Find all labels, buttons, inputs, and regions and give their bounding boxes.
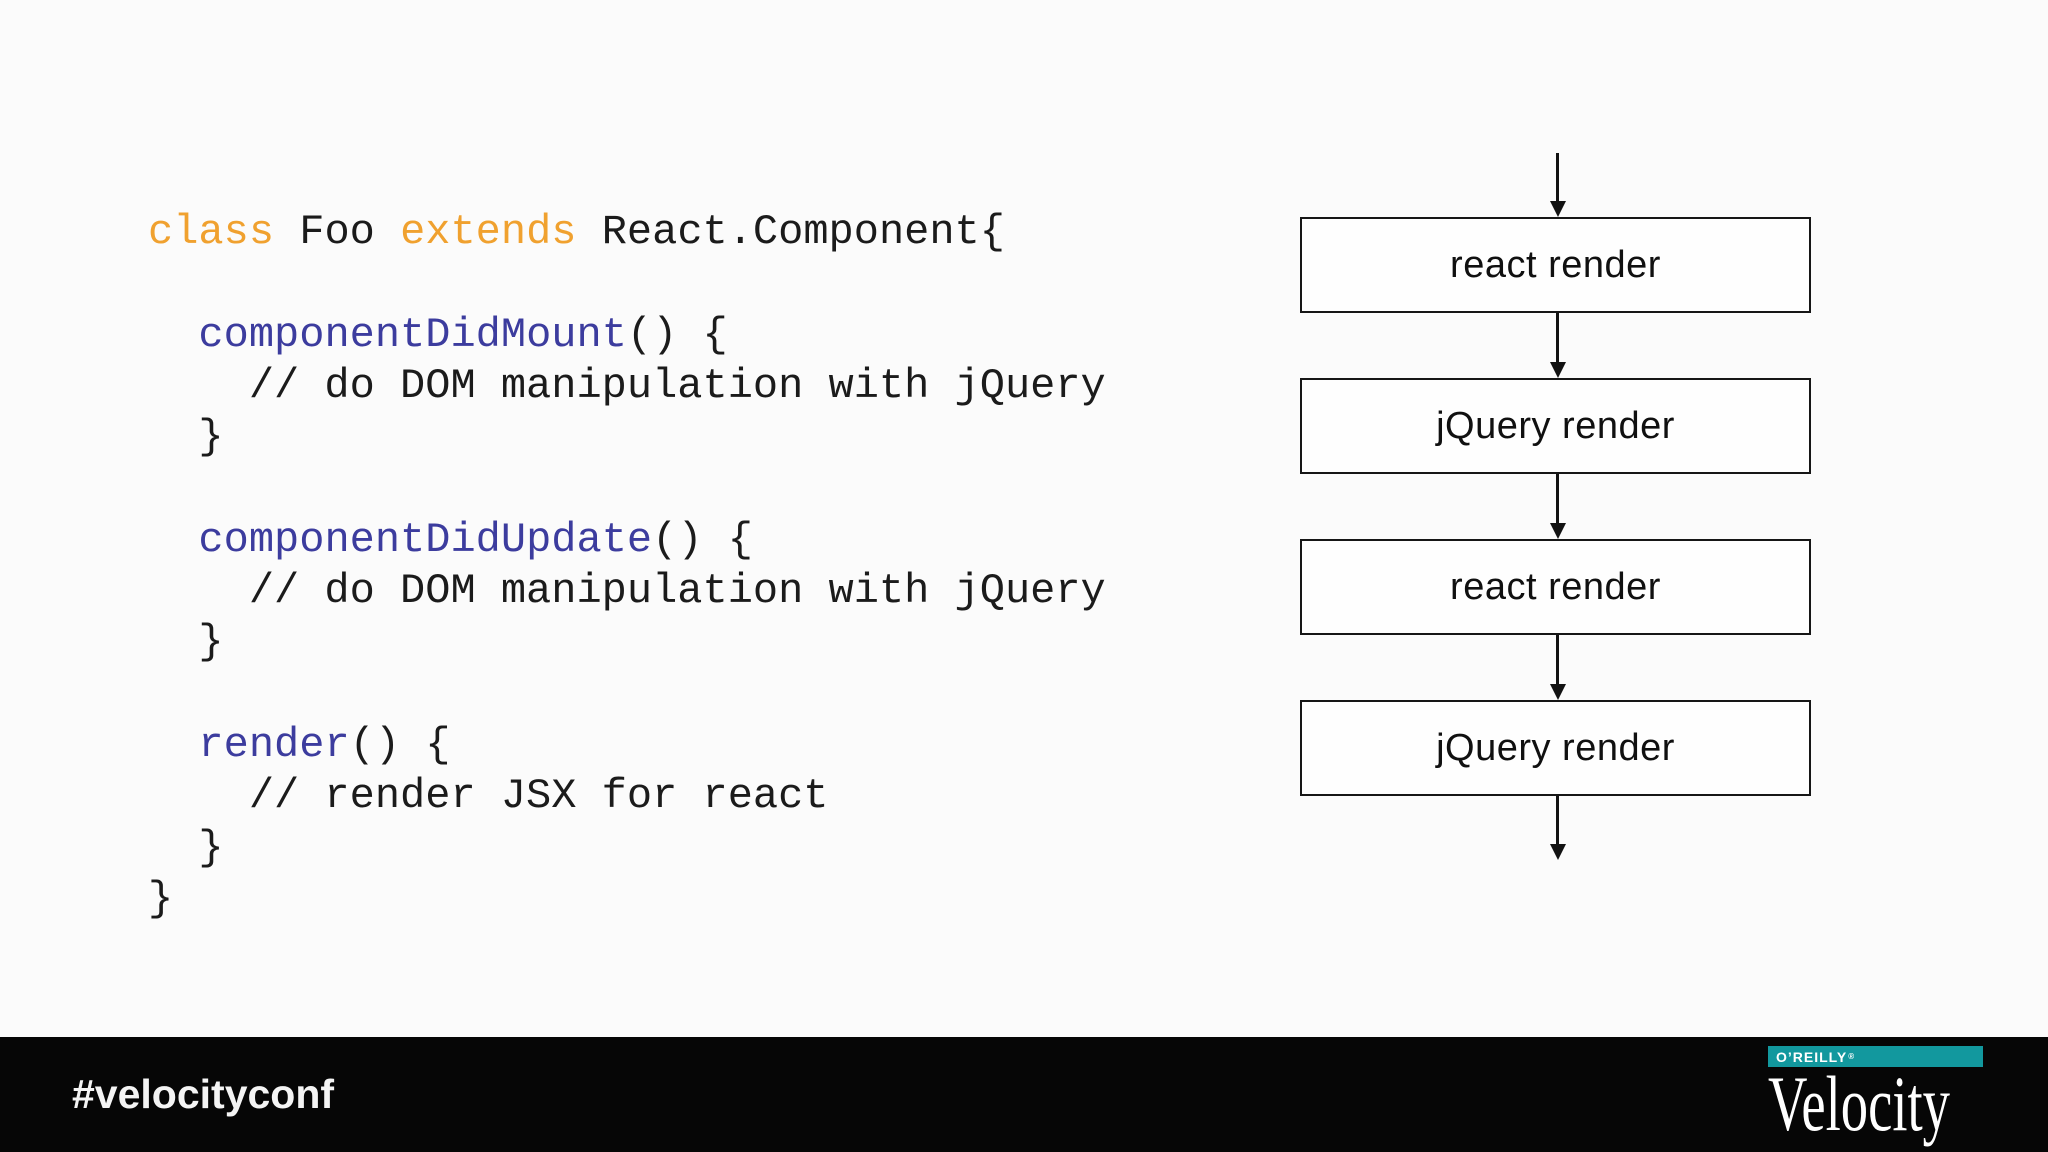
code-token-plain: () { [349, 720, 451, 769]
code-token-plain: // do DOM manipulation with jQuery [148, 567, 1106, 616]
flow-box-jquery-render-2: jQuery render [1300, 700, 1811, 796]
arrow-shaft [1556, 796, 1559, 845]
code-token-plain: Foo [274, 208, 401, 256]
code-token-method: render [198, 720, 350, 769]
code-token-plain: } [148, 874, 174, 923]
flow-box-jquery-render-1: jQuery render [1300, 378, 1811, 474]
code-token-plain [148, 721, 198, 769]
arrow-shaft [1556, 153, 1559, 202]
code-token-method: componentDidMount [198, 310, 627, 359]
code-line: componentDidUpdate() { [148, 515, 1106, 566]
arrow-shaft [1556, 313, 1559, 363]
code-line: // render JSX for react [148, 771, 1106, 822]
code-token-plain: } [148, 413, 224, 462]
code-line: } [148, 412, 1106, 463]
flow-box-react-render-1: react render [1300, 217, 1811, 313]
code-line: // do DOM manipulation with jQuery [148, 361, 1106, 412]
flow-arrow-down [1547, 153, 1568, 217]
code-token-keyword: extends [400, 208, 577, 256]
registered-mark: ® [1848, 1052, 1856, 1061]
code-token-method: componentDidUpdate [198, 515, 653, 564]
code-token-plain: } [148, 823, 224, 872]
code-line: componentDidMount() { [148, 310, 1106, 361]
oreilly-velocity-logo: O’REILLY® Velocity [1768, 1046, 1983, 1145]
code-token-plain: () { [626, 310, 728, 359]
code-token-plain: // render JSX for react [148, 772, 829, 821]
arrowhead-icon [1549, 362, 1566, 378]
flow-arrow-down [1547, 474, 1568, 539]
arrowhead-icon [1549, 844, 1566, 860]
code-line: } [148, 823, 1106, 874]
arrowhead-icon [1549, 523, 1566, 539]
flow-arrow-down [1547, 313, 1568, 378]
code-line: class Foo extends React.Component{ [148, 207, 1106, 258]
code-line: render() { [148, 720, 1106, 771]
oreilly-wordmark: O’REILLY® [1768, 1046, 1983, 1067]
flow-box-label: react render [1450, 243, 1661, 286]
code-token-plain: () { [652, 515, 753, 564]
flow-box-react-render-2: react render [1300, 539, 1811, 635]
footer-bar: #velocityconf O’REILLY® Velocity [0, 1037, 2048, 1152]
code-line [148, 669, 1106, 720]
flow-arrow-down [1547, 635, 1568, 700]
code-token-plain: // do DOM manipulation with jQuery [148, 361, 1106, 410]
code-snippet: class Foo extends React.Component{ compo… [148, 207, 1106, 925]
oreilly-brand-text: O’REILLY [1776, 1048, 1848, 1065]
code-line [148, 258, 1106, 309]
hashtag-label: #velocityconf [72, 1071, 335, 1117]
code-line: // do DOM manipulation with jQuery [148, 566, 1106, 617]
code-token-plain: } [148, 618, 224, 667]
arrow-shaft [1556, 474, 1559, 524]
code-line [148, 463, 1106, 514]
code-line: } [148, 874, 1106, 925]
code-token-keyword: class [148, 208, 275, 256]
flow-arrow-down [1547, 796, 1568, 860]
code-token-plain [148, 516, 198, 564]
arrowhead-icon [1549, 201, 1566, 217]
arrow-shaft [1556, 635, 1559, 685]
flow-box-label: react render [1450, 565, 1661, 608]
flow-box-label: jQuery render [1436, 726, 1675, 769]
code-line: } [148, 617, 1106, 668]
arrowhead-icon [1549, 684, 1566, 700]
velocity-wordmark: Velocity [1768, 1060, 1950, 1147]
code-token-plain: React.Component{ [576, 208, 1005, 256]
code-token-plain [148, 311, 198, 359]
flow-box-label: jQuery render [1436, 404, 1675, 447]
